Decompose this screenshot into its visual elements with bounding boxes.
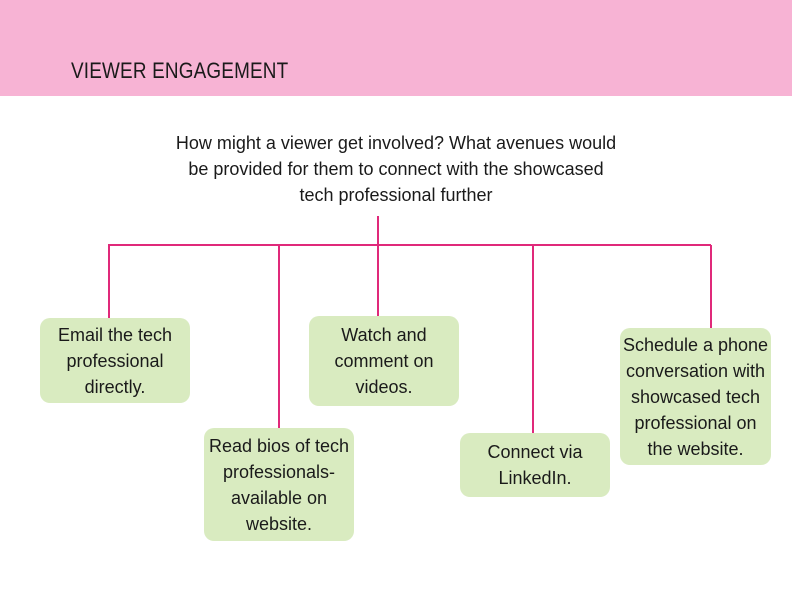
option-line: videos.: [355, 377, 413, 397]
central-question: How might a viewer get involved? What av…: [166, 130, 626, 208]
option-box-email: Email the tech professional directly.: [40, 318, 190, 403]
option-line: Email the tech: [57, 324, 173, 345]
option-line: professionals-: [222, 461, 336, 482]
option-line: comment on: [334, 351, 434, 371]
option-line: LinkedIn.: [498, 468, 572, 488]
option-box-linkedin: Connect via LinkedIn.: [460, 433, 610, 497]
option-box-phone: Schedule a phone conversation with showc…: [620, 328, 771, 465]
option-line: professional on: [634, 412, 757, 433]
option-line: directly.: [84, 376, 146, 397]
option-line: professional: [66, 350, 164, 371]
question-line: be provided for them to connect with the…: [188, 159, 604, 179]
option-line: showcased tech: [630, 386, 761, 407]
option-line: the website.: [647, 438, 744, 459]
option-line: Read bios of tech: [208, 435, 350, 456]
header-band: VIEWER ENGAGEMENT: [0, 0, 792, 96]
question-line: tech professional further: [299, 185, 493, 205]
option-line: conversation with: [625, 360, 766, 381]
option-line: website.: [245, 513, 313, 534]
option-line: Watch and: [341, 325, 427, 345]
option-box-watch: Watch and comment on videos.: [309, 316, 459, 406]
option-line: Connect via: [487, 442, 583, 462]
option-line: available on: [230, 487, 328, 508]
question-line: How might a viewer get involved? What av…: [175, 133, 617, 153]
option-line: Schedule a phone: [622, 334, 769, 355]
page-title: VIEWER ENGAGEMENT: [71, 58, 289, 83]
option-box-bios: Read bios of tech professionals- availab…: [204, 428, 354, 541]
